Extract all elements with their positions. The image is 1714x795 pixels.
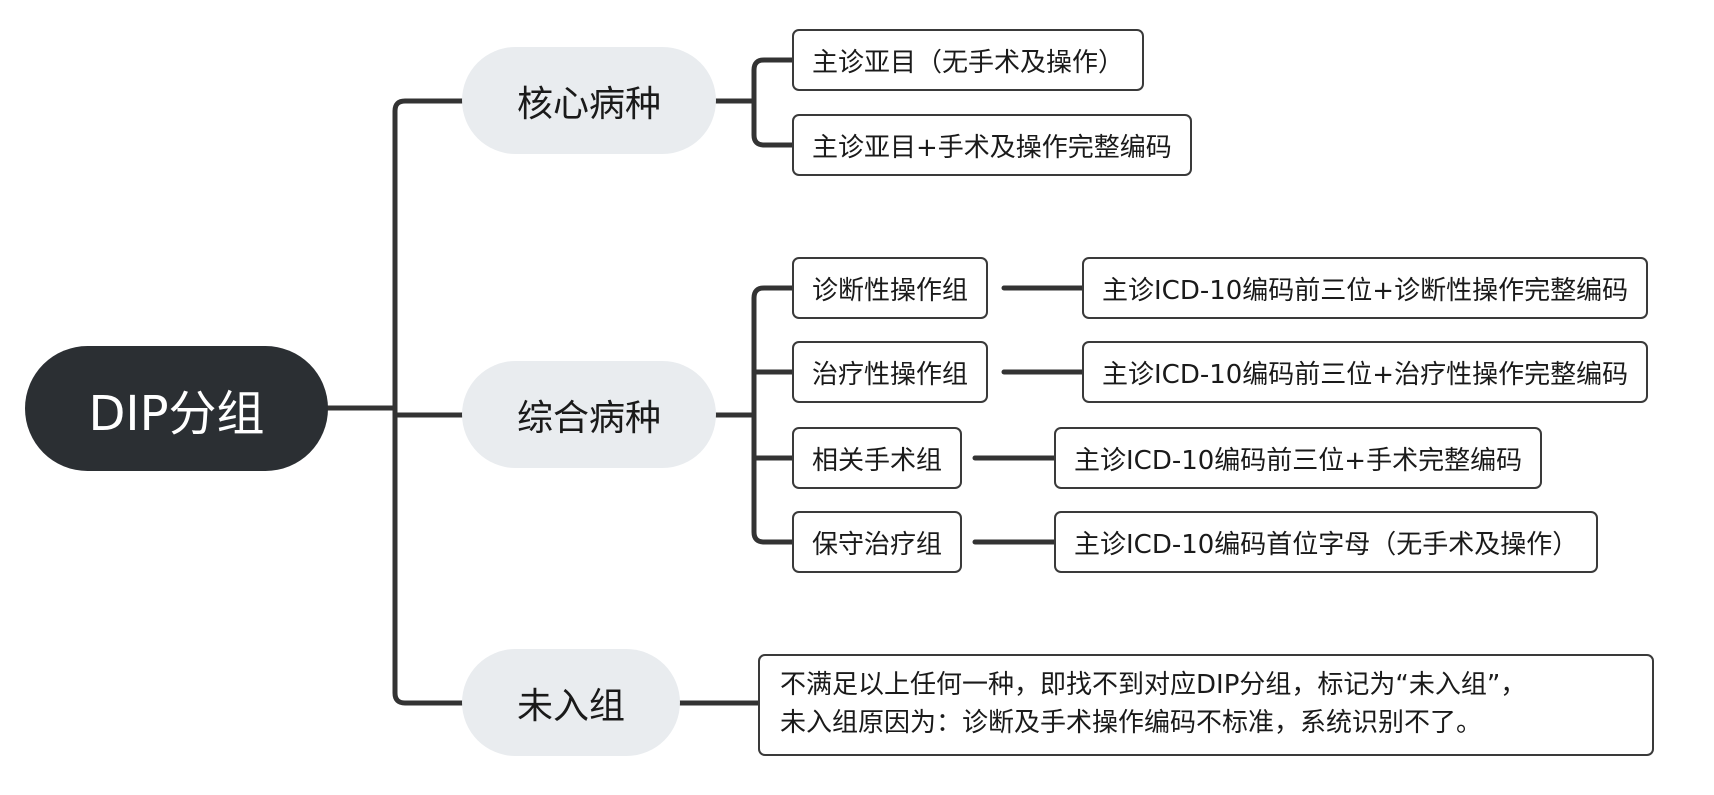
branch-unassigned: 未入组 — [462, 649, 680, 756]
connector-comp-groups — [751, 285, 795, 545]
group-therapeutic-procedure: 治疗性操作组 — [792, 341, 989, 403]
group-related-surgery: 相关手术组 — [792, 427, 963, 489]
connector-trunk — [392, 98, 465, 706]
group-label: 诊断性操作组 — [812, 275, 969, 306]
note-line-2: 未入组原因为：诊断及手术操作编码不标准，系统识别不了。 — [780, 708, 1483, 738]
leaf-core-2: 主诊亚目+手术及操作完整编码 — [792, 114, 1192, 176]
rule-label: 主诊ICD-10编码首位字母（无手术及操作） — [1074, 529, 1579, 560]
rule-label: 主诊ICD-10编码前三位+治疗性操作完整编码 — [1102, 359, 1629, 390]
group-label: 保守治疗组 — [812, 529, 943, 560]
branch-label: 未入组 — [516, 685, 625, 727]
group-conservative-treatment: 保守治疗组 — [792, 511, 963, 573]
connector-core-leaves — [751, 57, 795, 148]
rule-therapeutic-procedure: 主诊ICD-10编码前三位+治疗性操作完整编码 — [1082, 341, 1649, 403]
branch-label: 综合病种 — [516, 397, 661, 439]
rule-diagnostic-procedure: 主诊ICD-10编码前三位+诊断性操作完整编码 — [1082, 257, 1649, 319]
group-label: 相关手术组 — [812, 445, 943, 476]
leaf-label: 主诊亚目（无手术及操作） — [812, 47, 1125, 78]
group-diagnostic-procedure: 诊断性操作组 — [792, 257, 989, 319]
note-line-1: 不满足以上任何一种，即找不到对应DIP分组，标记为“未入组”， — [780, 670, 1527, 700]
branch-core-disease: 核心病种 — [462, 47, 716, 154]
rule-related-surgery: 主诊ICD-10编码前三位+手术完整编码 — [1054, 427, 1543, 489]
root-label: DIP分组 — [88, 385, 265, 442]
branch-comprehensive-disease: 综合病种 — [462, 361, 716, 468]
rule-label: 主诊ICD-10编码前三位+手术完整编码 — [1074, 445, 1523, 476]
leaf-label: 主诊亚目+手术及操作完整编码 — [812, 132, 1172, 163]
group-label: 治疗性操作组 — [812, 359, 969, 390]
root-node: DIP分组 — [25, 346, 328, 471]
rule-conservative-treatment: 主诊ICD-10编码首位字母（无手术及操作） — [1054, 511, 1599, 573]
branch-label: 核心病种 — [516, 83, 661, 125]
rule-label: 主诊ICD-10编码前三位+诊断性操作完整编码 — [1102, 275, 1629, 306]
leaf-core-1: 主诊亚目（无手术及操作） — [792, 29, 1145, 91]
unassigned-note: 不满足以上任何一种，即找不到对应DIP分组，标记为“未入组”， 未入组原因为：诊… — [758, 654, 1654, 756]
